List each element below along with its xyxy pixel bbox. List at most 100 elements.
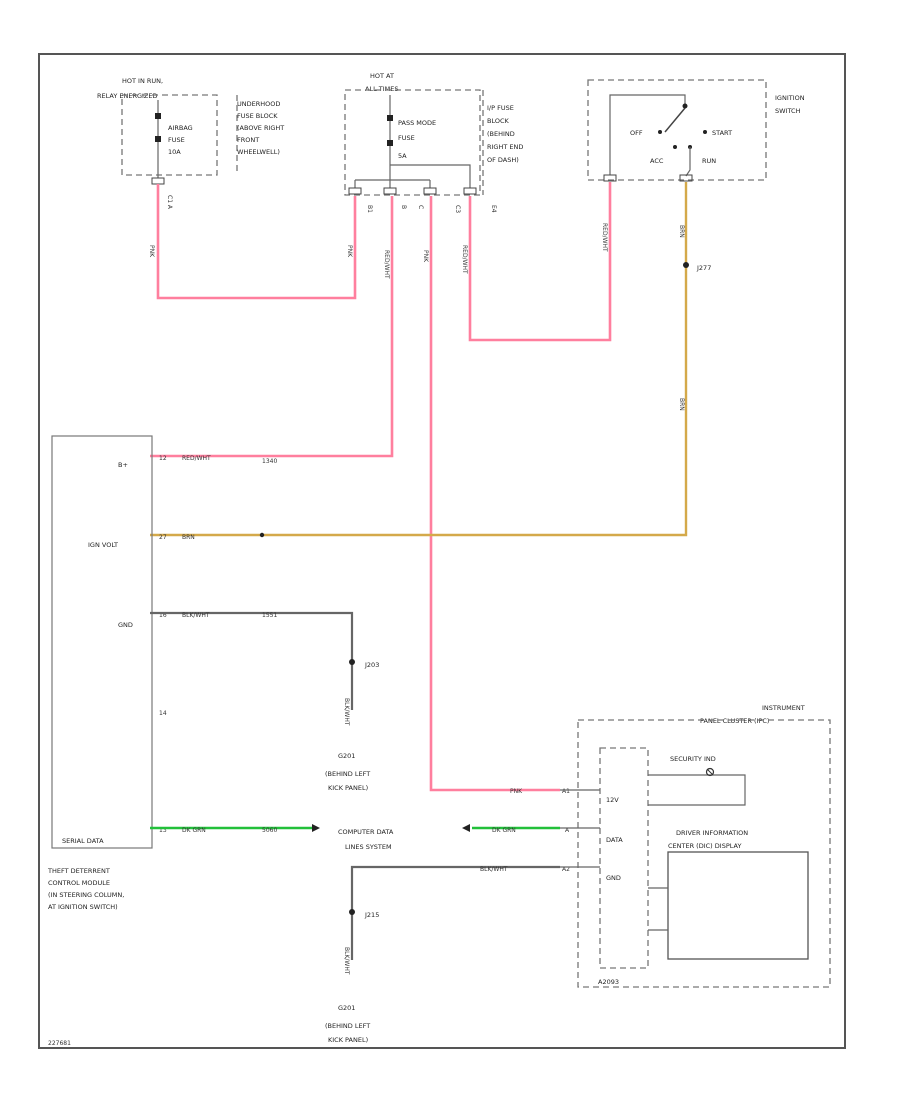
airbag-fuse-icon xyxy=(155,113,161,119)
ipc-footer-label: A2093 xyxy=(598,978,619,986)
hot-in-run-label: HOT IN RUN, xyxy=(122,77,163,85)
ip-connector-1 xyxy=(348,187,362,195)
dk-grn-left-circuit: 5060 xyxy=(262,827,277,834)
pnk-cluster-wire xyxy=(429,196,560,792)
dic-feed-lines xyxy=(648,887,668,931)
pass-mode-fuse-icon-lower xyxy=(387,140,393,146)
ipc-title-1: INSTRUMENT xyxy=(762,704,805,712)
gnd-label: GND xyxy=(118,621,133,629)
splice-j215 xyxy=(349,909,355,915)
ip-fuse-block: HOT AT ALL TIMES PASS MODE FUSE 5A I/P F… xyxy=(344,72,523,213)
splice-j277-label: J277 xyxy=(696,264,711,272)
pin-27: 27 xyxy=(159,534,167,541)
brn-tdm-label: BRN xyxy=(182,534,195,541)
dic-label-2: CENTER (DIC) DISPLAY xyxy=(668,842,741,850)
red-wht-wire-label-2: RED/WHT xyxy=(461,245,468,274)
ip-pin-b: B xyxy=(400,205,407,209)
ip-location-3: (BEHIND xyxy=(487,130,515,138)
ground-g201-bottom: G201 (BEHIND LEFT KICK PANEL) xyxy=(325,1004,370,1044)
ipc-outer-box xyxy=(577,719,831,988)
ip-location-5: OF DASH) xyxy=(487,156,519,164)
pass-mode-fuse-icon xyxy=(387,115,393,121)
ip-location-2: BLOCK xyxy=(487,117,510,125)
ground-bot-id: G201 xyxy=(338,1004,355,1012)
pass-mode-fuse-word: FUSE xyxy=(398,134,415,142)
ip-fuse-bus xyxy=(390,164,471,188)
relay-energized-label: RELAY ENERGIZED xyxy=(97,92,157,100)
ign-volt-label: IGN VOLT xyxy=(88,541,118,549)
theft-module-box xyxy=(51,435,153,849)
underhood-fuse-block: HOT IN RUN, RELAY ENERGIZED AIRBAG FUSE … xyxy=(97,77,284,210)
ipc-12v-label: 12V xyxy=(606,796,619,804)
ignition-acc-label: ACC xyxy=(650,157,664,165)
airbag-fuse-label: AIRBAG xyxy=(168,124,193,132)
blk-wht-tdm-label: BLK/WHT xyxy=(182,612,210,619)
ignition-start-label: START xyxy=(712,129,732,137)
hot-at-label: HOT AT xyxy=(370,72,394,80)
splice-j277 xyxy=(683,262,689,268)
instrument-panel-cluster: INSTRUMENT PANEL CLUSTER (IPC) 12V DATA … xyxy=(560,704,831,988)
ground-mid-desc-1: (BEHIND LEFT xyxy=(325,770,370,778)
underhood-location-4: FRONT xyxy=(237,136,259,144)
theft-module-name-1: THEFT DETERRENT xyxy=(47,867,110,875)
ignition-acc-contact xyxy=(673,145,677,149)
underhood-connector xyxy=(151,177,165,185)
pin-12: 12 xyxy=(159,455,167,462)
ignition-connector-2 xyxy=(679,174,693,182)
ipc-title-2: PANEL CLUSTER (IPC) xyxy=(700,717,769,725)
pin-14: 14 xyxy=(159,710,167,717)
airbag-fuse-rating: 10A xyxy=(168,148,181,156)
ignition-run-output xyxy=(685,147,691,177)
splice-j203 xyxy=(349,659,355,665)
pnk-wire-label-2: PNK xyxy=(346,245,353,258)
all-times-label: ALL TIMES xyxy=(365,85,398,93)
ignition-pivot xyxy=(682,103,688,109)
dic-display-box xyxy=(667,851,809,960)
pnk-wire-label-1: PNK xyxy=(148,245,155,258)
ignition-feed xyxy=(609,94,686,175)
red-wht-tdm-label: RED/WHT xyxy=(182,455,211,462)
ignition-start-contact xyxy=(703,130,707,134)
dic-label-1: DRIVER INFORMATION xyxy=(676,829,748,837)
underhood-location-1: UNDERHOOD xyxy=(237,100,280,108)
ignition-off-contact xyxy=(658,130,662,134)
ip-location-4: RIGHT END xyxy=(487,143,523,151)
computer-data-line-1: COMPUTER DATA xyxy=(338,828,394,836)
pass-mode-fuse-rating: 5A xyxy=(398,152,407,160)
airbag-fuse-word: FUSE xyxy=(168,136,185,144)
switch-label: SWITCH xyxy=(775,107,801,115)
figure-id: 227681 xyxy=(48,1040,71,1047)
ipc-pin-a: A xyxy=(565,827,570,834)
pnk-cluster-label: PNK xyxy=(510,788,523,795)
ignition-switch: IGNITION SWITCH OFF START ACC RUN xyxy=(587,79,805,182)
computer-data-lines: COMPUTER DATA LINES SYSTEM xyxy=(338,828,394,851)
blk-wht-down-label: BLK/WHT xyxy=(343,698,350,726)
pnk-loop-wire xyxy=(156,184,357,300)
ground-bot-desc-2: KICK PANEL) xyxy=(328,1036,368,1044)
pin-13: 13 xyxy=(159,827,167,834)
theft-module-name-4: AT IGNITION SWITCH) xyxy=(48,903,118,911)
ipc-data-label: DATA xyxy=(606,836,623,844)
security-ind-label: SECURITY IND xyxy=(670,755,716,763)
splice-j203-label: J203 xyxy=(364,661,379,669)
ignition-contact-arm xyxy=(664,107,686,133)
serial-data-arrow-right xyxy=(462,824,470,832)
ip-pin-e4: E4 xyxy=(490,205,497,213)
ignition-switch-box xyxy=(587,79,767,181)
ignition-connector-1 xyxy=(603,174,617,182)
underhood-fuse-block-box xyxy=(121,94,218,176)
blk-wht-tdm-circuit: 1551 xyxy=(262,612,277,619)
red-wht-b-plus-wire xyxy=(150,196,394,458)
red-wht-wire-label-3: RED/WHT xyxy=(601,223,608,252)
serial-data-arrow-left xyxy=(312,824,320,832)
ground-bot-desc-1: (BEHIND LEFT xyxy=(325,1022,370,1030)
ip-connector-2 xyxy=(383,187,397,195)
ip-connector-4 xyxy=(463,187,477,195)
dk-grn-left-label: DK GRN xyxy=(182,827,206,834)
blk-wht-tdm-ground-wire xyxy=(150,611,354,710)
blk-wht-cluster-label: BLK/WHT xyxy=(480,866,508,873)
blk-wht-cluster-ground-wire xyxy=(350,865,560,960)
red-wht-ignition-wire xyxy=(468,182,612,342)
ip-fuse-pins xyxy=(354,180,431,188)
